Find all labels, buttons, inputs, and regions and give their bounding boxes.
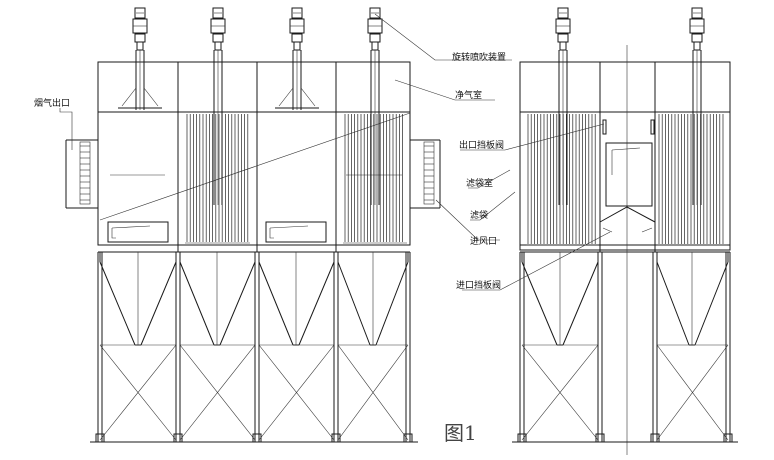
label-clean-room: 净气室 — [455, 89, 482, 101]
label-outlet-valve: 出口挡板阀 — [459, 139, 504, 151]
filter-bags-chamber-2 — [185, 114, 250, 244]
hoppers-side — [512, 252, 738, 443]
gas-outlet-duct — [65, 139, 98, 209]
label-pulse-device: 旋转喷吹装置 — [452, 51, 506, 63]
pulse-devices-side — [555, 7, 705, 205]
pulse-devices-front — [118, 7, 383, 205]
central-duct — [605, 142, 653, 207]
side-casing — [519, 61, 731, 251]
filter-bags-side-right — [657, 114, 727, 246]
label-air-inlet: 进风口 — [470, 236, 497, 247]
front-view — [65, 7, 441, 443]
label-filter-room: 滤袋室 — [466, 177, 493, 189]
label-gas-outlet: 烟气出口 — [34, 97, 70, 109]
figure-label: 图1 — [444, 421, 477, 445]
chamber-3-hatch — [265, 221, 327, 243]
air-inlet-duct — [410, 139, 441, 209]
label-filter-bag: 滤袋 — [470, 209, 488, 221]
label-inlet-valve: 进口挡板阀 — [456, 279, 501, 291]
side-view — [512, 7, 738, 455]
filter-bags-side-left — [526, 114, 598, 246]
hoppers-front — [90, 252, 418, 443]
chamber-1-hatch — [107, 221, 169, 243]
leader-lines — [59, 13, 611, 291]
